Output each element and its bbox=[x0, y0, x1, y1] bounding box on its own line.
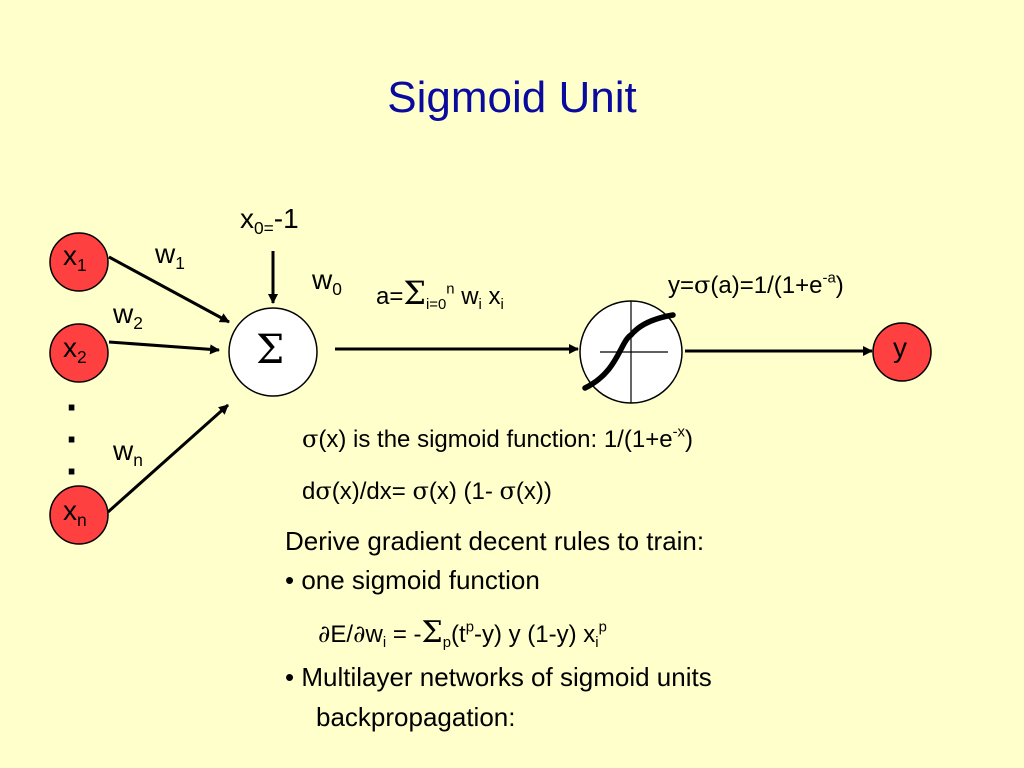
input-label-x2: x2 bbox=[63, 332, 87, 368]
input-label-xn: xn bbox=[63, 495, 87, 531]
sigmoid-derivative: dσ(x)/dx= σ(x) (1- σ(x)) bbox=[302, 477, 552, 505]
arrow-x2-to-sum bbox=[108, 340, 220, 355]
weight-label-wn: wn bbox=[113, 435, 143, 471]
sum-symbol: Σ bbox=[256, 327, 285, 373]
output-label-y: y bbox=[893, 332, 907, 363]
bias-weight-label: w0 bbox=[312, 264, 342, 300]
bias-input-label: x0=-1 bbox=[240, 203, 299, 239]
gradient-rule: ∂E/∂wi = -Σp(tp-y) y (1-y) xip bbox=[318, 615, 607, 652]
weight-label-w2: w2 bbox=[113, 298, 143, 334]
sum-node bbox=[228, 307, 318, 397]
derive-heading: Derive gradient decent rules to train: bbox=[285, 526, 705, 556]
ellipsis-dot: · bbox=[66, 386, 80, 430]
weight-label-w1: w1 bbox=[155, 238, 185, 274]
bullet-one-sigmoid: • one sigmoid function bbox=[285, 565, 540, 595]
output-node-y bbox=[872, 322, 932, 382]
output-equation: y=σ(a)=1/(1+e-a) bbox=[668, 270, 844, 299]
arrow-xn-to-sum bbox=[107, 403, 229, 514]
ellipsis-dot: · bbox=[66, 450, 80, 494]
input-node-xn bbox=[49, 485, 109, 545]
arrow-x1-to-sum bbox=[108, 255, 230, 324]
activation-equation: a=Σi=0n wi xi bbox=[376, 274, 504, 314]
bullet-multilayer: • Multilayer networks of sigmoid units bbox=[285, 662, 712, 692]
input-label-x1: x1 bbox=[63, 240, 87, 276]
input-node-x2 bbox=[49, 323, 109, 383]
sigmoid-definition: σ(x) is the sigmoid function: 1/(1+e-x) bbox=[302, 424, 693, 453]
bullet-multilayer-continuation: backpropagation: bbox=[316, 702, 516, 732]
page-title: Sigmoid Unit bbox=[387, 73, 637, 122]
ellipsis-dot: · bbox=[66, 418, 80, 462]
input-node-x1 bbox=[49, 232, 109, 292]
sigmoid-curve-icon bbox=[582, 312, 676, 391]
